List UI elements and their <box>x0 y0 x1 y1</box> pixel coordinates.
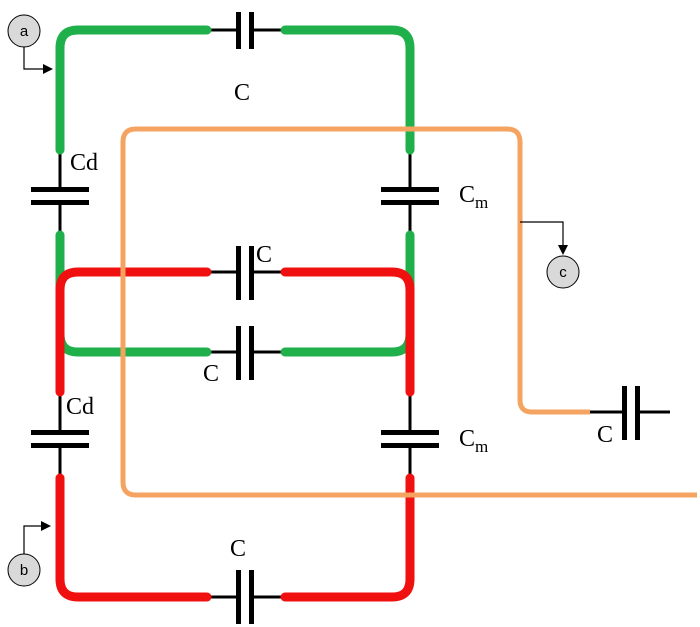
node-b-label: b <box>20 562 28 579</box>
black-wiring <box>58 28 670 599</box>
green-bottom-c-label: C <box>203 361 219 387</box>
green-top-c-label: C <box>234 80 250 106</box>
cm-upper-main: C <box>459 182 475 208</box>
cm-lower-sub: m <box>475 437 488 456</box>
red-top-c-label: C <box>256 242 272 268</box>
cm-lower-label: Cm <box>459 426 488 456</box>
cm-upper-label: Cm <box>459 182 488 212</box>
cd-upper-label: Cd <box>70 150 98 176</box>
node-a: a <box>7 14 53 74</box>
cd-lower-label: Cd <box>66 394 94 420</box>
red-loop <box>55 267 415 602</box>
node-a-label: a <box>20 23 29 40</box>
green-loop <box>55 25 415 357</box>
node-c-label: c <box>559 264 567 281</box>
orange-loop <box>120 126 697 498</box>
capacitor-plates <box>31 12 640 624</box>
cm-lower-main: C <box>459 426 475 452</box>
cm-upper-sub: m <box>475 193 488 212</box>
node-b: b <box>7 521 51 587</box>
orange-c-label: C <box>597 422 613 448</box>
node-c: c <box>520 221 580 289</box>
red-bottom-c-label: C <box>230 536 246 562</box>
